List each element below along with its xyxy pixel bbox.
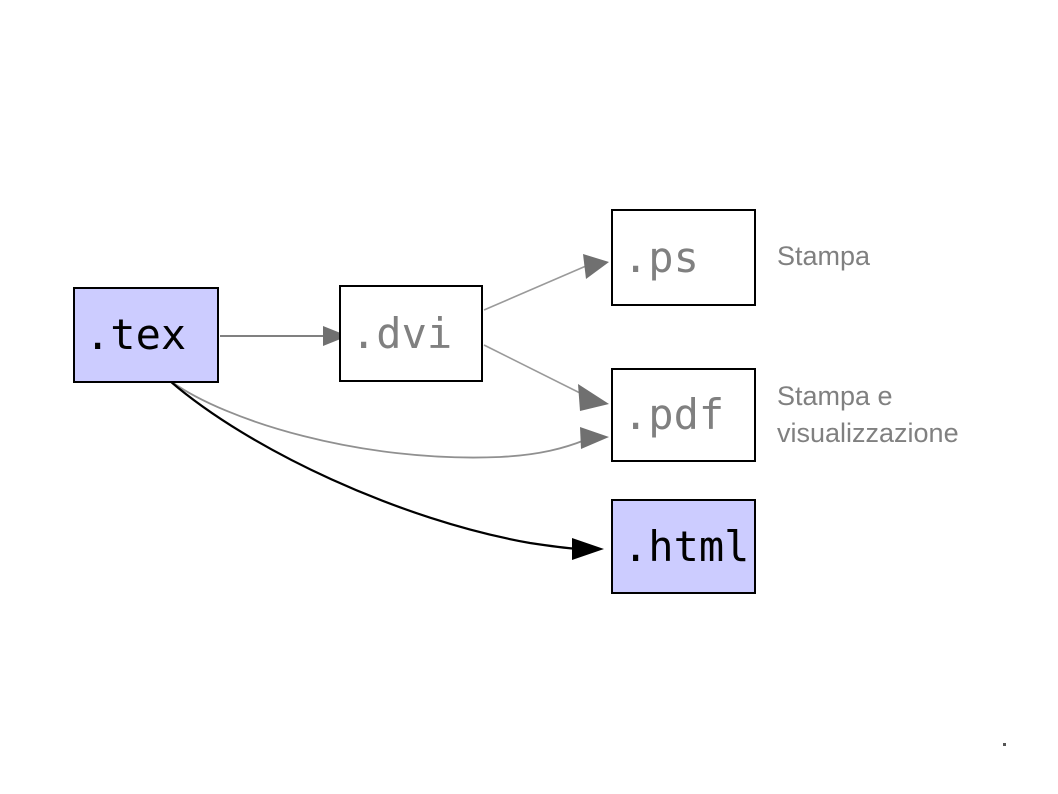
node-pdf[interactable]: .pdf bbox=[611, 368, 756, 462]
node-tex-label: .tex bbox=[85, 310, 187, 359]
edge-tex-to-dvi bbox=[220, 326, 348, 346]
edge-tex-to-pdf bbox=[171, 381, 609, 459]
node-tex[interactable]: .tex bbox=[73, 287, 219, 383]
annotation-visualizzazione: visualizzazione bbox=[777, 418, 959, 448]
node-html-label: .html bbox=[623, 521, 750, 571]
node-pdf-label: .pdf bbox=[623, 390, 725, 439]
stray-dot-artifact bbox=[1003, 743, 1006, 746]
annotation-stampa-e: Stampa e bbox=[777, 381, 893, 411]
edge-dvi-to-ps bbox=[483, 254, 609, 311]
edge-dvi-to-pdf bbox=[483, 344, 609, 411]
node-ps[interactable]: .ps bbox=[611, 209, 756, 306]
node-html[interactable]: .html bbox=[611, 499, 756, 594]
edge-tex-to-html bbox=[169, 380, 604, 560]
annotation-stampa: Stampa bbox=[777, 241, 871, 271]
node-ps-label: .ps bbox=[623, 232, 699, 282]
node-dvi[interactable]: .dvi bbox=[339, 285, 483, 382]
node-dvi-label: .dvi bbox=[351, 308, 453, 358]
